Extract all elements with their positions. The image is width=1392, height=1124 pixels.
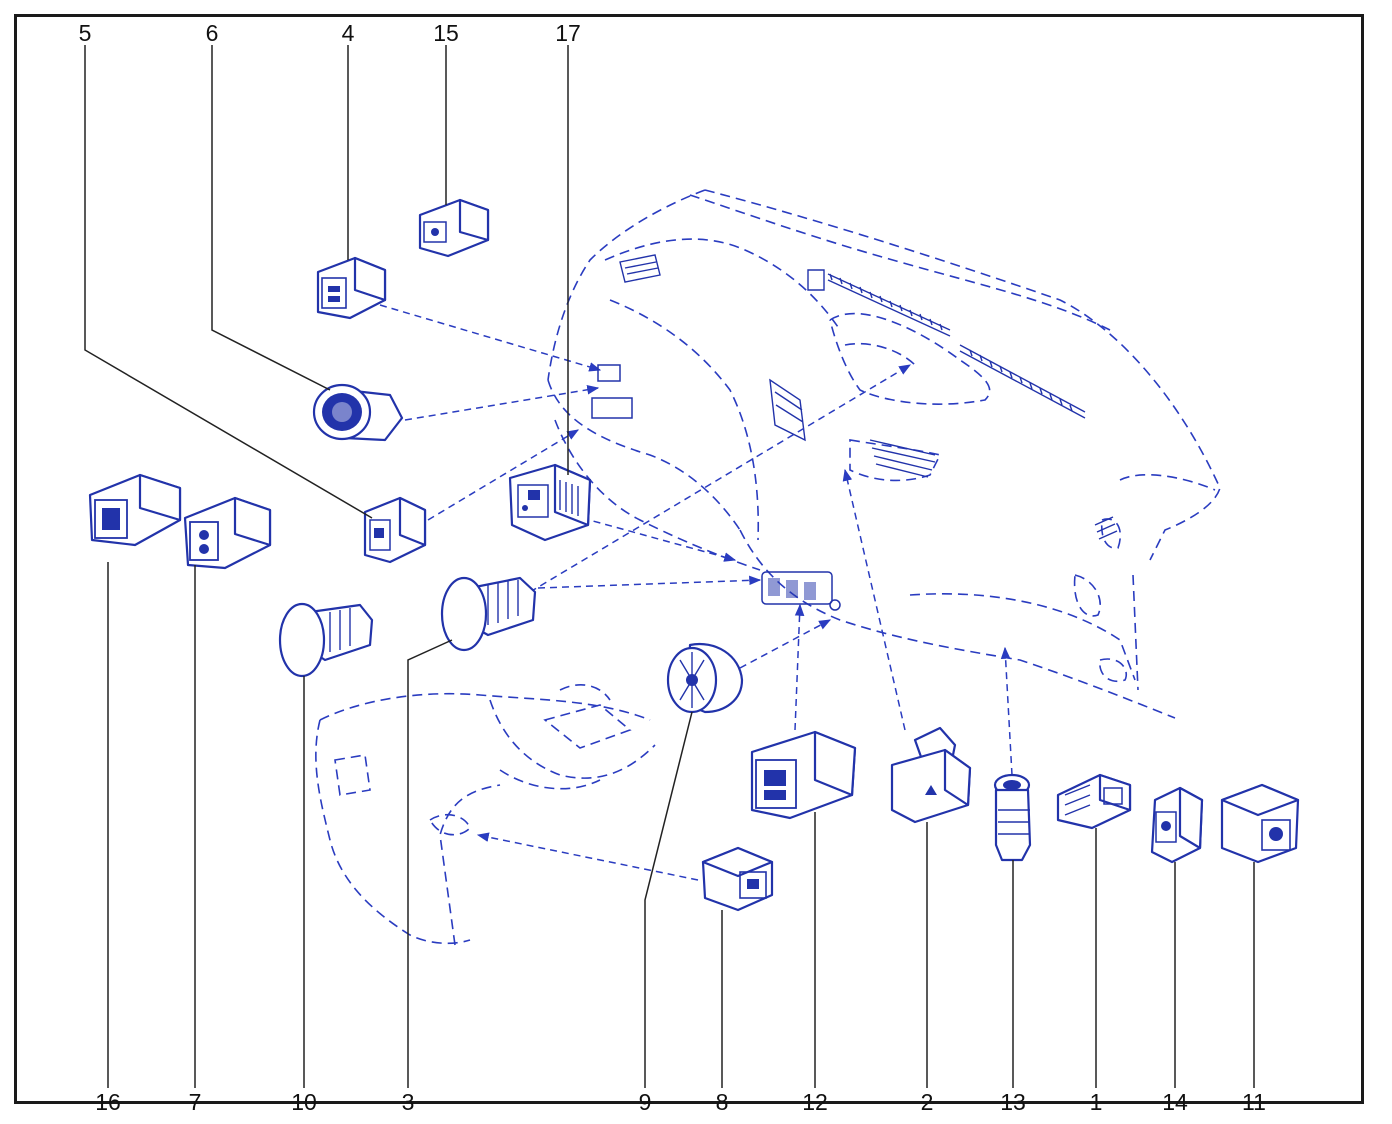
part-6-round-button-icon <box>312 383 404 442</box>
part-16-switch-icon <box>88 473 182 547</box>
callout-label: 12 <box>802 1089 828 1115</box>
callout-label: 17 <box>555 20 581 46</box>
callout-label: 4 <box>342 20 355 46</box>
part-10-push-knob-icon <box>278 602 374 678</box>
callouts-bottom: 16 7 10 3 9 8 12 2 13 1 14 11 <box>95 1089 1266 1115</box>
part-13-ignition-lock-icon <box>993 773 1032 862</box>
callout-label: 5 <box>79 20 92 46</box>
callout-label: 8 <box>716 1089 729 1115</box>
part-5-switch-icon <box>363 496 427 564</box>
part-11-switch-icon <box>1220 783 1300 864</box>
callout-label: 3 <box>402 1089 415 1115</box>
callout-label: 13 <box>1000 1089 1026 1115</box>
callout-label: 6 <box>206 20 219 46</box>
callout-label: 9 <box>639 1089 652 1115</box>
part-8-switch-icon <box>701 846 774 912</box>
callouts-top: 5 6 4 15 17 <box>79 20 581 46</box>
center-console-outline <box>315 684 656 946</box>
part-4-switch-icon <box>316 256 387 320</box>
callout-label: 1 <box>1090 1089 1103 1115</box>
part-15-switch-icon <box>418 198 490 258</box>
diagram-frame <box>14 14 1364 1104</box>
callout-label: 2 <box>921 1089 934 1115</box>
dashboard-vents <box>619 254 1118 540</box>
callout-label: 14 <box>1162 1089 1188 1115</box>
callout-label: 7 <box>189 1089 202 1115</box>
mounting-arrows <box>379 304 1013 881</box>
dashboard-switch-cluster <box>591 364 841 611</box>
callout-label: 11 <box>1242 1089 1266 1115</box>
part-12-switch-block-icon <box>750 730 857 820</box>
part-3-push-knob-icon <box>440 576 537 652</box>
part-7-switch-icon <box>183 496 272 570</box>
callout-label: 10 <box>291 1089 317 1115</box>
part-14-switch-icon <box>1150 786 1204 864</box>
part-9-rotary-knob-icon <box>666 642 744 714</box>
callout-label: 15 <box>433 20 459 46</box>
part-1-switch-icon <box>1056 773 1132 830</box>
part-17-switch-panel-icon <box>508 463 592 542</box>
leader-lines <box>84 45 1255 1088</box>
callout-label: 16 <box>95 1089 121 1115</box>
part-2-hazard-switch-icon <box>890 726 972 824</box>
